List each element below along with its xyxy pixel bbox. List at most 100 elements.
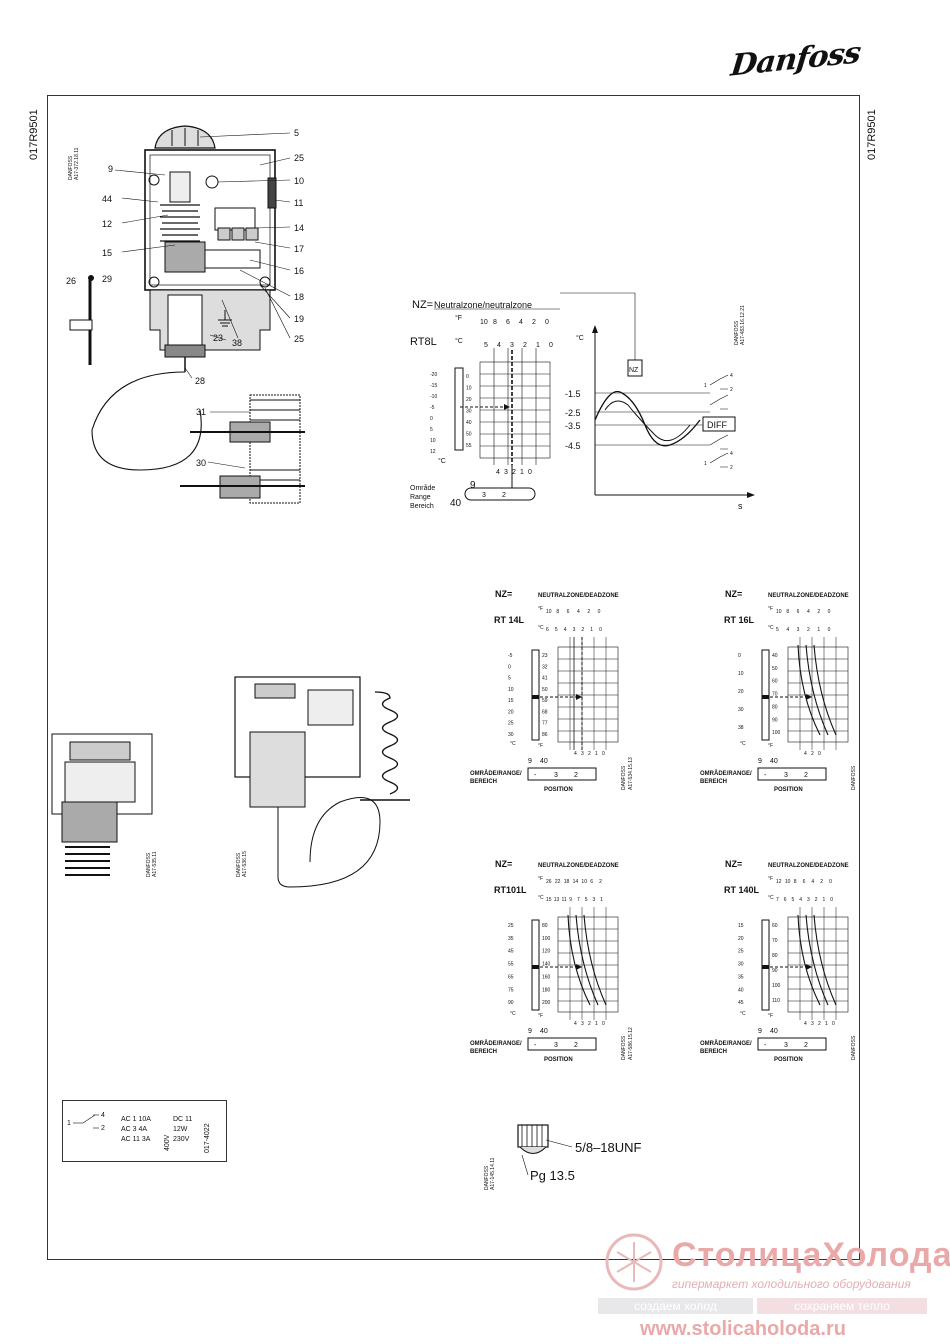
rt101l-position-label: POSITION [544,1057,573,1063]
graph-y-unit: °C [576,334,584,342]
rt101l-stamp-1: DANFOSS [621,1035,627,1060]
rt14l-left-f-tick: 32 [542,664,548,670]
wiring-12w: 12W [173,1126,188,1133]
rt14l-left-f-tick: 77 [542,721,548,727]
rt101l-stamp-2: A17-586.15.12 [628,1027,634,1060]
rt16l-position: 3 [784,772,788,779]
rt16l-c-tick: 1 [817,627,820,633]
rt16l-f-tick: 2 [817,609,820,615]
rt101l-bottom-tick: 0 [602,1021,605,1027]
rt140l-left-c-tick: 35 [738,974,744,980]
rt8l-left-f-tick: 40 [466,420,472,426]
rt16l-left-c-tick: 0 [738,653,741,659]
rt140l-nz-text: NEUTRALZONE/DEADZONE [768,863,849,869]
rt14l-left-f-tick: 86 [542,732,548,738]
rt8l-c-tick: 5 [484,342,488,349]
rt101l-c-tick: 9 [569,897,572,903]
rt16l-model: RT 16L [724,615,755,625]
rt101l-f-tick: 2 [599,879,602,885]
callout-38: 38 [232,338,242,348]
wiring-svg: 1 4 2 AC 1 10A AC 3 4A AC 11 3A 400V DC … [67,1112,211,1153]
callout-31: 31 [196,407,206,417]
callout-29: 29 [102,274,112,284]
rt8l-left-c-tick: 5 [430,427,433,433]
rt14l-c-tick: 1 [590,627,593,633]
gland-stamp-1: DANFOSS [484,1165,490,1190]
rt16l-nz-text: NEUTRALZONE/DEADZONE [768,593,849,599]
rt140l-left-c-tick: 40 [738,987,744,993]
rt14l-left-f-tick: 41 [542,676,548,682]
callout-5: 5 [294,128,299,138]
rt8l-c-tick: 3 [510,342,514,349]
rt140l-f-tick: 8 [794,879,797,885]
rt16l-bottom-tick: 0 [818,751,821,757]
rt16l-position-label: POSITION [774,787,803,793]
rt16l-position: 2 [804,772,808,779]
rt8l-left-c-tick: 0 [430,416,433,422]
rt14l-grid [557,646,619,743]
rt8l-left-f-tick: 30 [466,409,472,415]
rt16l-left-f-tick: 70 [772,692,778,698]
watermark-snowflake-icon [605,1233,663,1291]
rt101l-c-tick: 1 [600,897,603,903]
rt140l-c-tick: 5 [792,897,795,903]
rt8l-f-tick: 4 [519,319,523,326]
graph-stamp-1: DANFOSS [734,320,740,345]
rt101l-c-tick: 15 [546,897,552,903]
rt140l-left-c-tick: 25 [738,949,744,955]
rt8l-left-f-tick: 50 [466,432,472,438]
rt14l-range-label: OMRÅDE/RANGE/ [470,770,522,777]
callout-26: 26 [66,276,76,286]
rt16l-grid [787,646,849,743]
rt14l-c-tick: 3 [573,627,576,633]
rt8l-nz-label: NZ= [412,299,433,311]
rt140l-f-tick: 2 [820,879,823,885]
wiring-230v: 230V [173,1136,190,1143]
rt140l-bottom-tick: 4 [804,1021,807,1027]
rt8l-grid [479,348,551,465]
rt8l-left-c-tick: -15 [430,383,437,389]
rt101l-position: 2 [574,1042,578,1049]
rt16l-num-40: 40 [770,758,778,765]
rt140l-c-tick: 7 [776,897,779,903]
cable-gland-drawing: DANFOSS A17-145.14.11 5/8–18UNF Pg 13.5 [484,1124,642,1190]
callout-12: 12 [102,219,112,229]
rt101l-model: RT101L [494,885,527,895]
small-thermostat-views: DANFOSS A17-535.11 DANFOSS A17-536.15 [51,676,410,888]
rt14l-left-f-tick: 23 [542,653,548,659]
rt101l-range-label: OMRÅDE/RANGE/ [470,1040,522,1047]
callout-28: 28 [195,376,205,386]
watermark-band-left: создаем холод [598,1298,753,1314]
gland-pg: Pg 13.5 [530,1168,575,1183]
rt140l-left-f-tick: 90 [772,968,778,974]
rt8l-left-c-tick: -20 [430,372,437,378]
rt14l-position-selector [527,767,597,781]
small-stamp-1b: A17-535.11 [152,851,158,877]
rt101l-f-tick: 14 [573,879,579,885]
watermark-url[interactable]: www.stolicaholoda.ru [640,1318,846,1340]
graph-curve-2 [604,400,691,442]
rt8l-left-c-tick: 10 [430,438,436,444]
small-stamp-1a: DANFOSS [146,852,152,877]
callout-15: 15 [102,248,112,258]
rt140l-left-f-tick: 60 [772,923,778,929]
rt101l-bottom-tick: 4 [574,1021,577,1027]
rt101l-left-c-tick: 90 [508,1000,514,1006]
rt8l-bottom-tick: 0 [528,469,532,476]
rt14l-nz-text: NEUTRALZONE/DEADZONE [538,593,619,599]
rt140l-f-tick: 12 [776,879,782,885]
rt8l-bottom-unit-c: °C [438,457,446,465]
rt101l-bottom-unit-c: °C [510,1011,516,1017]
rt8l-num-40: 40 [450,498,462,509]
callout-44: 44 [102,194,112,204]
rt140l-nz-label: NZ= [725,859,742,869]
rt16l-range-label: OMRÅDE/RANGE/ [700,770,752,777]
wiring-ac1: AC 1 10A [121,1116,151,1123]
rt101l-num-40: 40 [540,1028,548,1035]
rt16l-bottom-tick: 2 [811,751,814,757]
